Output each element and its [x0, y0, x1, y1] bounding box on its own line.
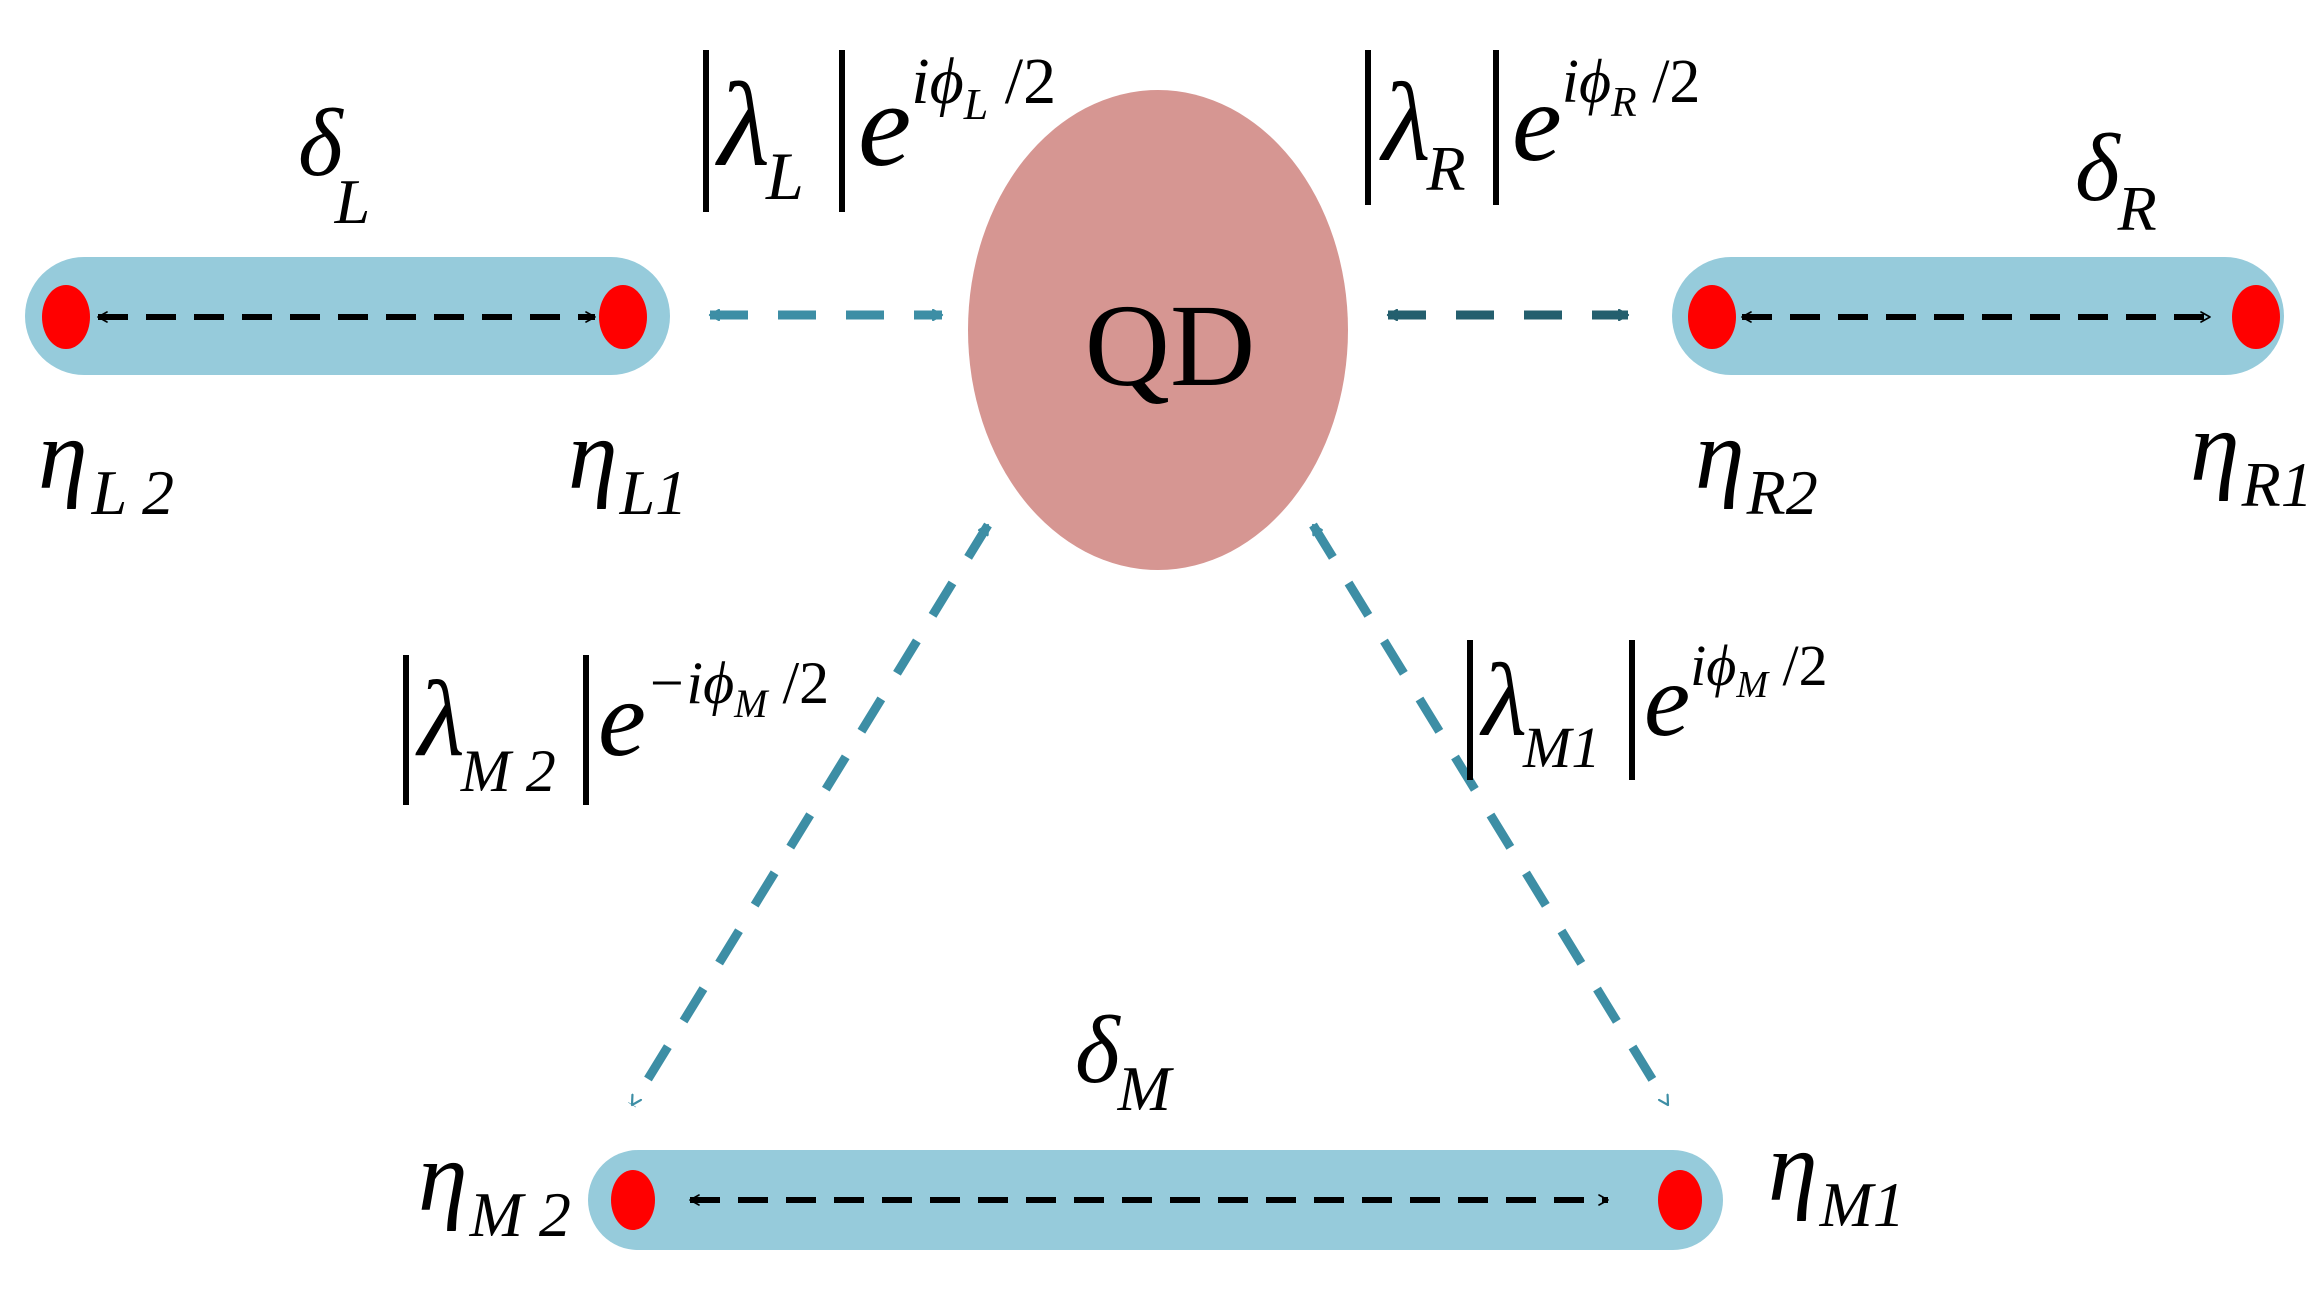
eta-r2-label: ηR2	[1695, 399, 1818, 528]
delta-r-label: δR	[2075, 114, 2157, 244]
quantum-dot-body	[968, 90, 1348, 570]
coupling-m2-text: λM 2	[415, 660, 556, 804]
coupling-left-exp: eiϕL /2	[858, 45, 1056, 191]
left-wire	[25, 257, 670, 375]
coupling-m2-exp: e−iϕM /2	[598, 650, 829, 779]
eta-r1-label: ηR1	[2190, 391, 2313, 520]
middle-wire	[588, 1150, 1723, 1250]
majorana-m1-dot	[1658, 1170, 1702, 1230]
coupling-right-exp: eiϕR /2	[1512, 48, 1700, 185]
delta-m-label: δM	[1075, 996, 1175, 1124]
eta-l2-label: ηL 2	[38, 399, 174, 528]
coupling-left-text: λL	[715, 58, 804, 214]
quantum-dot-label: QD	[1085, 280, 1255, 411]
majorana-l1-dot	[599, 285, 647, 349]
coupling-m1-text: λM1	[1479, 643, 1600, 780]
majorana-r2-dot	[1688, 285, 1736, 349]
coupling-m2-label: λM 2 e−iϕM /2	[403, 650, 829, 805]
majorana-l2-dot	[42, 285, 90, 349]
coupling-right-text: λR	[1379, 61, 1466, 204]
majorana-m2-dot	[611, 1170, 655, 1230]
quantum-dot: QD	[968, 90, 1348, 570]
coupling-left-label: λL eiϕL /2	[703, 45, 1056, 214]
coupling-m1-exp: eiϕM /2	[1644, 633, 1828, 758]
coupling-m1-label: λM1 eiϕM /2	[1467, 633, 1828, 780]
eta-m1-label: ηM1	[1768, 1111, 1905, 1240]
majorana-r1-dot	[2232, 285, 2280, 349]
eta-m2-label: ηM 2	[418, 1121, 571, 1250]
coupling-arrow-m1	[1309, 522, 1672, 1108]
coupling-right-label: λR eiϕR /2	[1365, 48, 1700, 205]
coupling-arrow-m2	[628, 522, 992, 1108]
eta-l1-label: ηL1	[568, 399, 687, 528]
right-wire	[1672, 257, 2284, 375]
